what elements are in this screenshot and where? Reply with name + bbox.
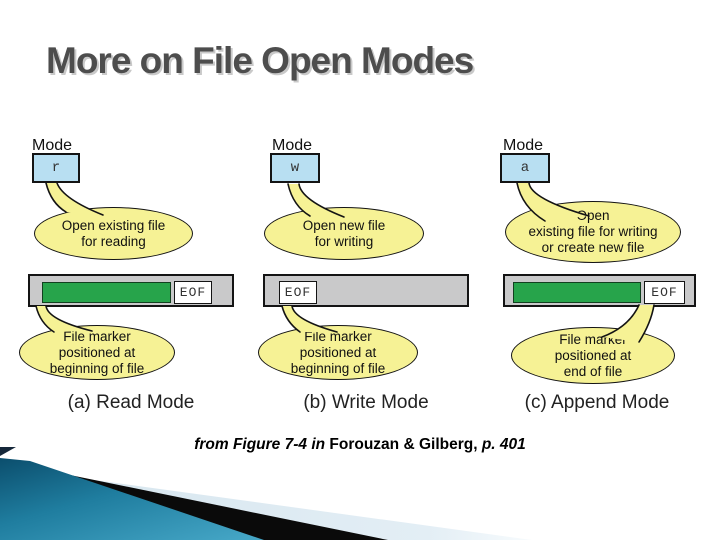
eof-marker: EOF bbox=[174, 281, 212, 304]
mode-box-read: r bbox=[32, 153, 80, 183]
file-data-region bbox=[513, 282, 641, 303]
marker-callout-read: File marker positioned at beginning of f… bbox=[19, 325, 175, 380]
caption-append-mode: (c) Append Mode bbox=[524, 392, 670, 413]
callout-line: beginning of file bbox=[49, 360, 145, 376]
callout-line: existing file for writing bbox=[528, 224, 658, 239]
mode-box-write: w bbox=[270, 153, 320, 183]
callout-line: for reading bbox=[81, 233, 146, 249]
callout-line: beginning of file bbox=[290, 360, 386, 376]
marker-callout-write: File marker positioned at beginning of f… bbox=[258, 325, 418, 380]
swoosh-corner-accent bbox=[0, 447, 16, 456]
eof-label: EOF bbox=[179, 285, 207, 300]
callout-line: Open new file bbox=[302, 217, 386, 233]
swoosh-teal-wedge bbox=[0, 458, 264, 540]
callout-line: File marker bbox=[559, 331, 627, 347]
callout-line: positioned at bbox=[58, 344, 136, 360]
file-data-region bbox=[42, 282, 171, 303]
callout-line: positioned at bbox=[299, 344, 377, 360]
eof-label: EOF bbox=[284, 285, 312, 300]
slide-title: More on File Open Modes bbox=[46, 40, 474, 81]
citation-authors: Forouzan & Gilberg, bbox=[329, 436, 478, 453]
open-callout-read: Open existing file for reading bbox=[34, 207, 193, 260]
mode-label-write: Mode bbox=[272, 137, 313, 154]
callout-line: Open existing file bbox=[61, 217, 166, 233]
mode-label-read: Mode bbox=[32, 137, 73, 154]
callout-line: File marker bbox=[63, 328, 131, 344]
callout-line: Open bbox=[576, 208, 610, 223]
callout-line: File marker bbox=[304, 328, 372, 344]
file-bar-read: EOF bbox=[28, 274, 234, 307]
eof-marker: EOF bbox=[279, 281, 317, 304]
caption-write-mode: (b) Write Mode bbox=[303, 392, 429, 413]
swoosh-black-stripe bbox=[15, 465, 388, 540]
marker-callout-append: File marker positioned at end of file bbox=[511, 327, 675, 384]
callout-line: positioned at bbox=[554, 347, 632, 363]
mode-box-append: a bbox=[500, 153, 550, 183]
mode-char-read: r bbox=[51, 160, 61, 176]
open-callout-write: Open new file for writing bbox=[264, 207, 424, 260]
callout-line: or create new file bbox=[541, 240, 645, 255]
citation-prefix: from Figure 7-4 in bbox=[194, 436, 326, 453]
caption-read-mode: (a) Read Mode bbox=[67, 392, 195, 413]
eof-marker: EOF bbox=[644, 281, 685, 304]
swoosh-decoration bbox=[0, 447, 532, 540]
file-bar-write: EOF bbox=[263, 274, 469, 307]
mode-char-write: w bbox=[290, 160, 300, 176]
source-citation: from Figure 7-4 in Forouzan & Gilberg, p… bbox=[0, 436, 720, 454]
citation-page: p. 401 bbox=[481, 436, 526, 453]
file-bar-append: EOF bbox=[503, 274, 696, 307]
callout-line: end of file bbox=[563, 363, 623, 379]
mode-label-append: Mode bbox=[503, 137, 544, 154]
open-callout-append: Open existing file for writing or create… bbox=[505, 201, 681, 263]
callout-line: for writing bbox=[314, 233, 374, 249]
mode-char-append: a bbox=[520, 160, 530, 176]
eof-label: EOF bbox=[651, 285, 678, 300]
